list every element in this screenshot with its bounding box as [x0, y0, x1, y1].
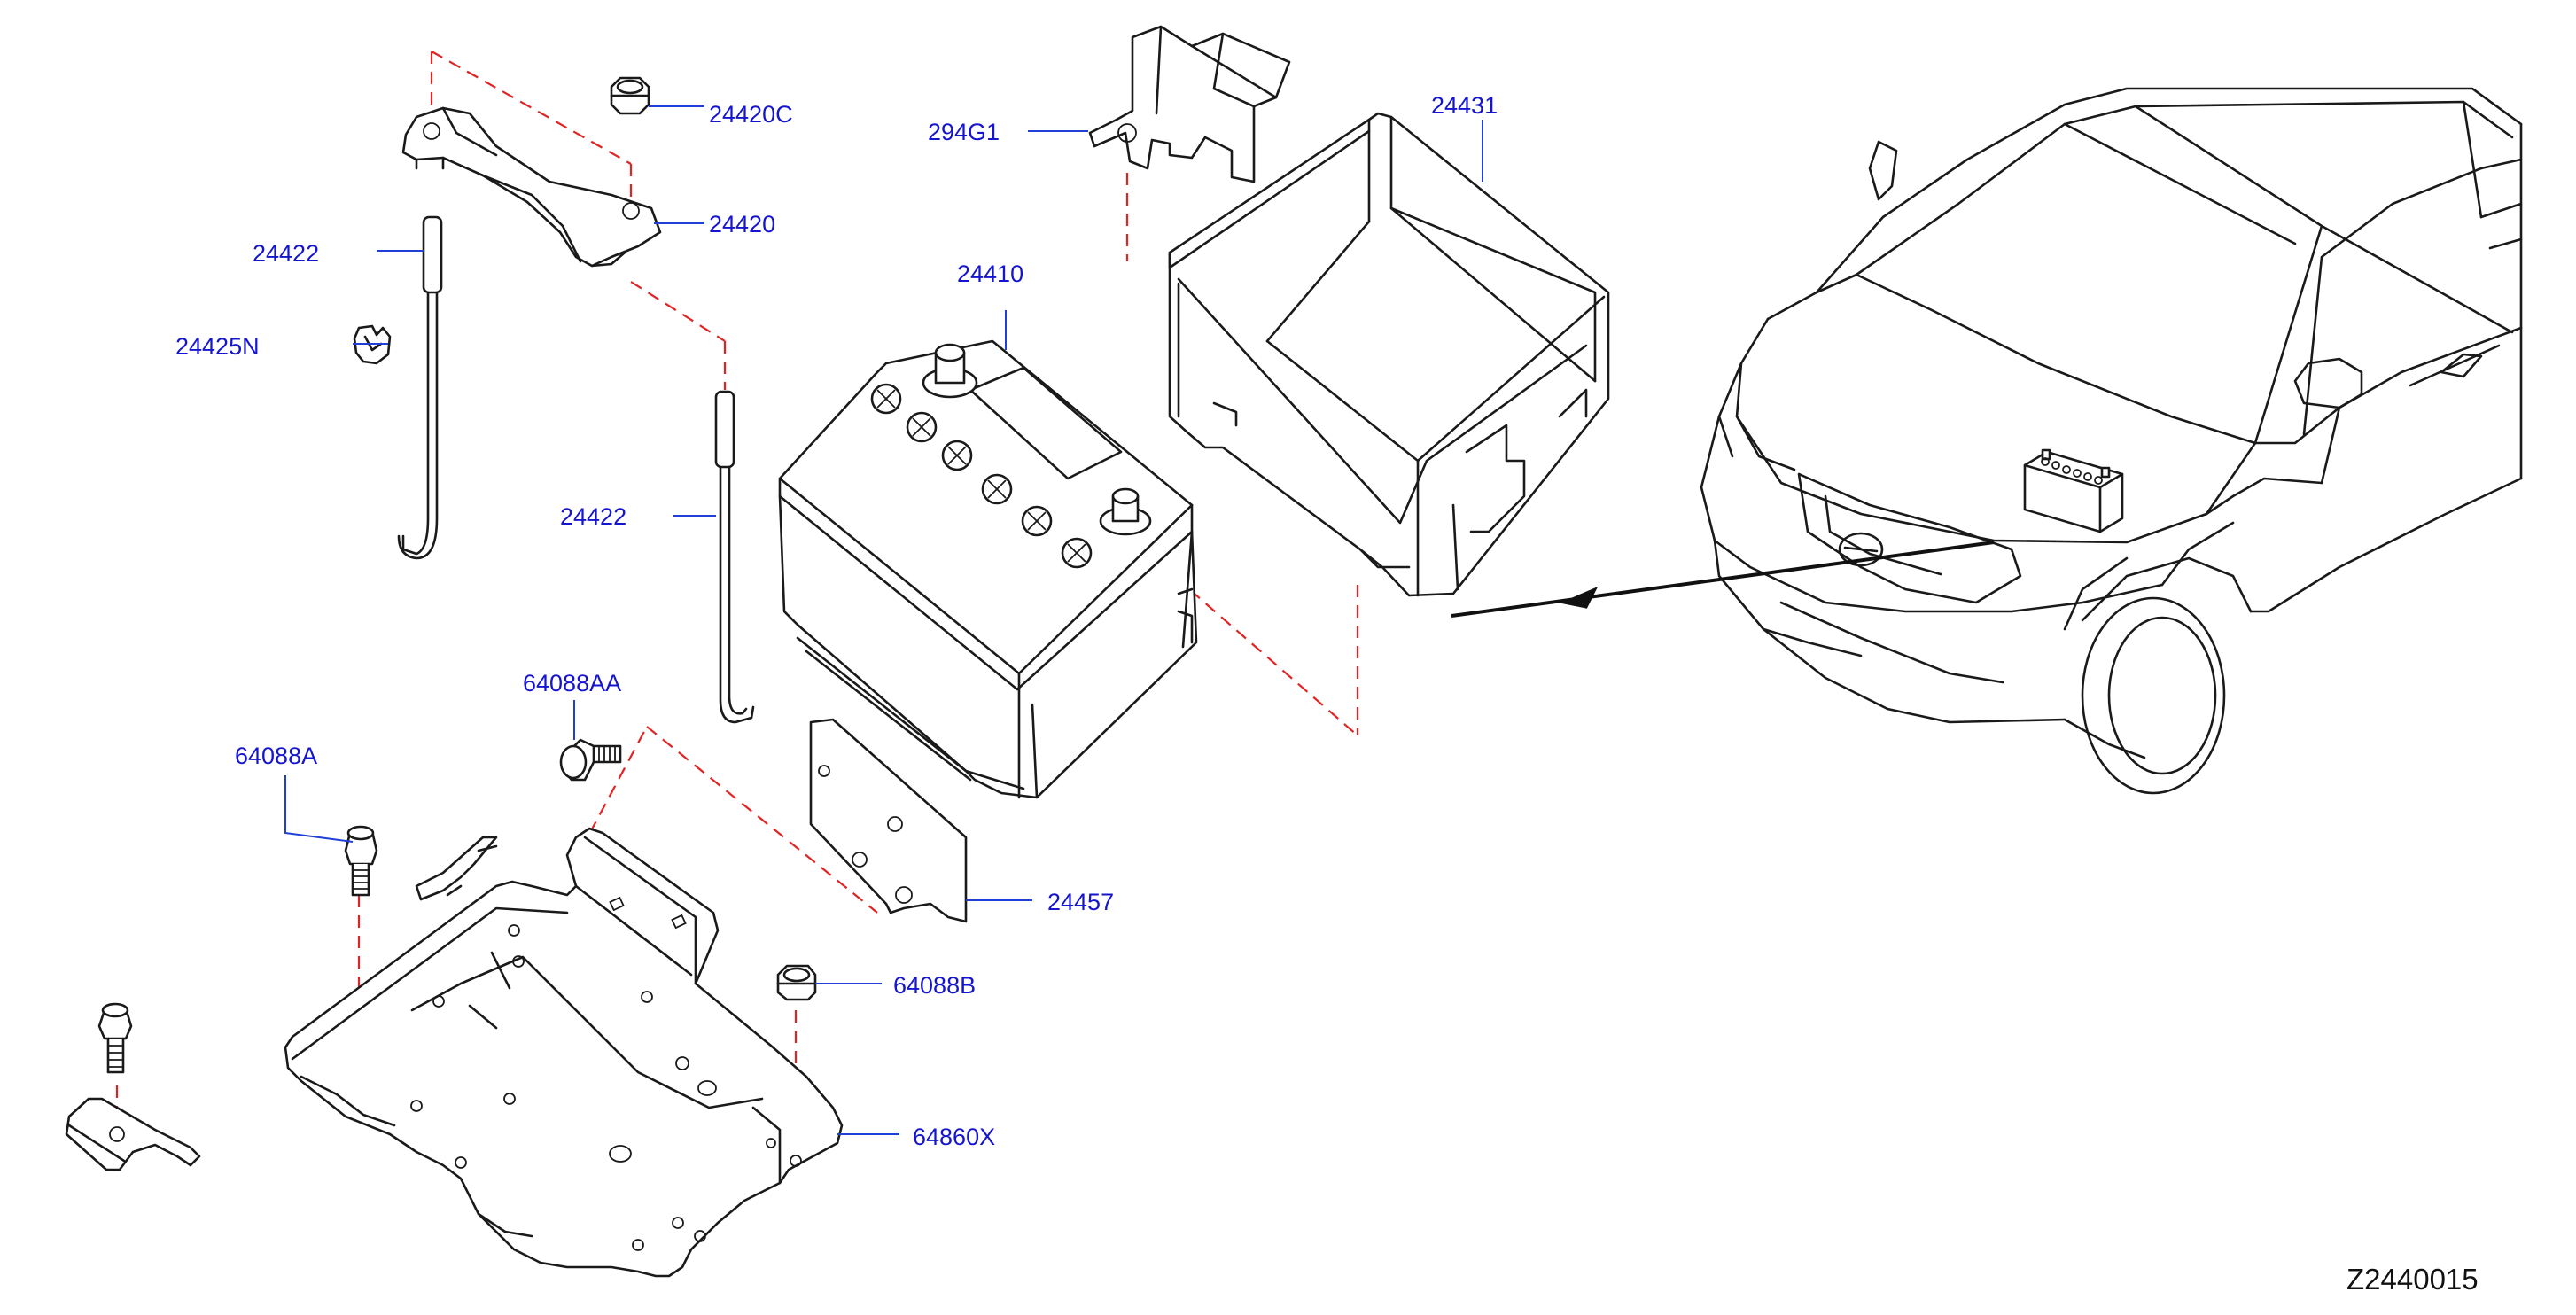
battery-plate-24457: [809, 718, 968, 923]
battery-location-icon: [2023, 448, 2124, 533]
label-24410[interactable]: 24410: [957, 261, 1023, 287]
label-24431[interactable]: 24431: [1431, 92, 1498, 119]
battery-tray-64860X: [284, 827, 844, 1278]
vehicle-location-illustration: [1700, 87, 2523, 795]
location-arrow: [1451, 541, 1995, 618]
label-64088AA[interactable]: 64088AA: [523, 670, 621, 696]
bolt-bottom-left: [97, 1002, 133, 1074]
label-24422-left[interactable]: 24422: [253, 240, 319, 267]
label-64088B[interactable]: 64088B: [893, 972, 976, 999]
battery-cell-caps: [870, 383, 1093, 569]
bolt-64088AA: [559, 738, 622, 782]
label-24420C[interactable]: 24420C: [709, 101, 793, 128]
label-24457[interactable]: 24457: [1047, 889, 1114, 915]
bolt-64088A: [344, 825, 378, 897]
flange-nut-24420C: [610, 76, 650, 115]
battery-terminal-positive: [922, 343, 978, 399]
part-number-labels: 24420C 24420 24422 24425N 24422 294G1 24…: [175, 92, 1498, 1150]
battery-hold-down-bracket: [401, 106, 662, 268]
label-24420[interactable]: 24420: [709, 211, 775, 237]
leader-lines: [284, 105, 1483, 1135]
battery-24410: [778, 339, 1198, 799]
hold-down-rod-left: [397, 215, 443, 560]
label-24422-middle[interactable]: 24422: [560, 503, 626, 530]
flange-nut-64088B: [776, 964, 817, 1001]
label-64088A[interactable]: 64088A: [235, 743, 317, 769]
bracket-bottom-left: [65, 1097, 201, 1171]
battery-insulator-box: [1168, 112, 1610, 597]
figure-code: Z2440015: [2346, 1263, 2479, 1296]
label-24425N[interactable]: 24425N: [175, 333, 260, 360]
battery-terminal-negative: [1099, 487, 1152, 536]
relay-bracket-294G1: [1088, 25, 1291, 183]
hold-down-rod-middle: [714, 390, 755, 724]
label-64860X[interactable]: 64860X: [913, 1124, 995, 1150]
label-294G1[interactable]: 294G1: [928, 119, 1000, 145]
